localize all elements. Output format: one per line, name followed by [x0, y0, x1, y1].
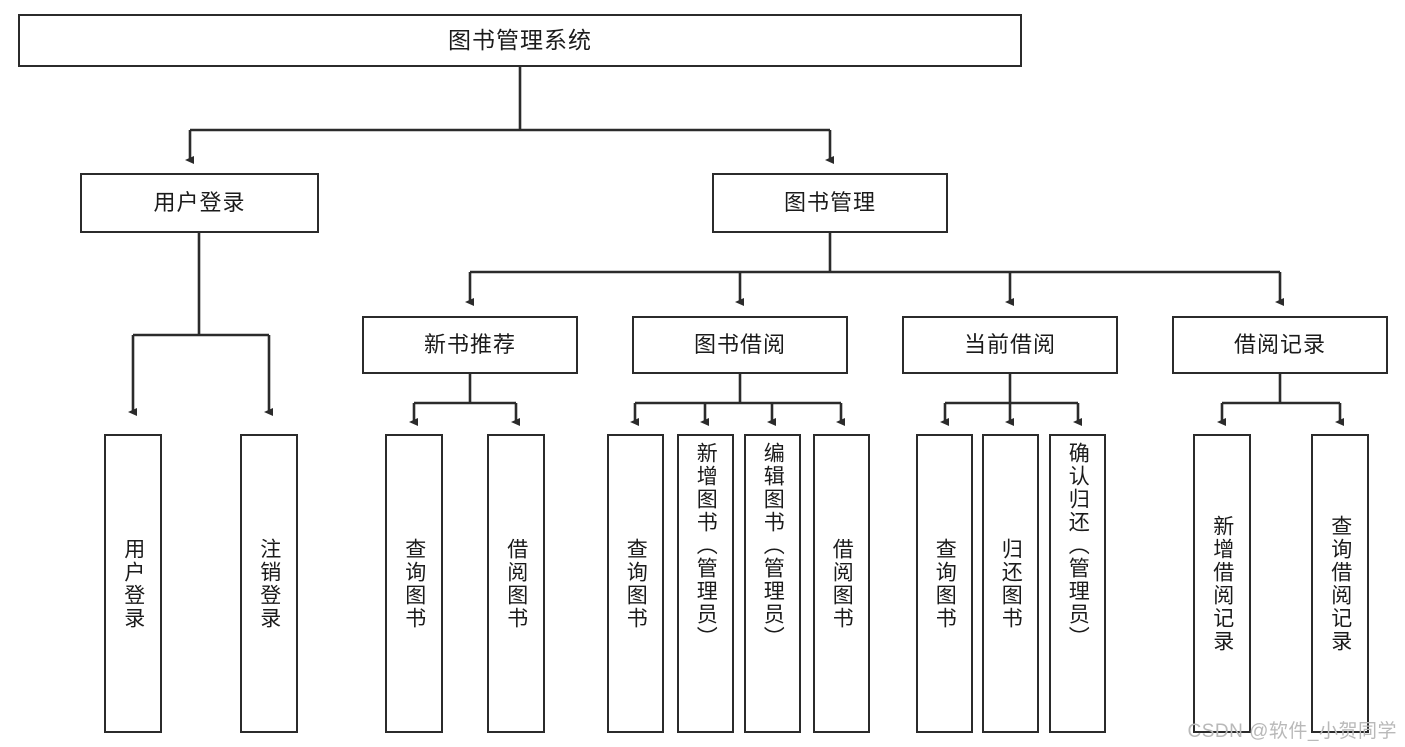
node-leaf-edit-book[interactable]: 编辑图书（管理员）: [744, 434, 801, 733]
node-label: 图书管理: [783, 189, 876, 215]
node-label: 图书管理系统: [448, 26, 592, 53]
node-label: 查询借阅记录: [1328, 514, 1352, 653]
node-current-borrow[interactable]: 当前借阅: [902, 316, 1118, 374]
node-label: 查询图书: [624, 537, 648, 630]
node-new-book-recommend[interactable]: 新书推荐: [362, 316, 578, 374]
node-leaf-user-login[interactable]: 用户登录: [104, 434, 162, 733]
watermark-csdn: CSDN @软件_小贺同学: [1187, 721, 1397, 742]
node-leaf-borrow-book-recommend[interactable]: 借阅图书: [487, 434, 545, 733]
node-label: 借阅图书: [504, 537, 528, 630]
node-label: 查询图书: [402, 537, 426, 630]
node-label: 编辑图书（管理员）: [761, 442, 785, 649]
node-leaf-borrow-book[interactable]: 借阅图书: [813, 434, 870, 733]
node-label: 图书借阅: [693, 331, 786, 357]
node-label: 用户登录: [121, 537, 145, 630]
node-label: 查询图书: [933, 537, 957, 630]
node-label: 确认归还（管理员）: [1066, 442, 1090, 649]
node-book-borrow[interactable]: 图书借阅: [632, 316, 848, 374]
node-leaf-add-borrow-record[interactable]: 新增借阅记录: [1193, 434, 1251, 733]
node-label: 借阅记录: [1233, 331, 1326, 357]
node-root-book-management-system[interactable]: 图书管理系统: [18, 14, 1022, 67]
node-leaf-return-book[interactable]: 归还图书: [982, 434, 1039, 733]
node-label: 借阅图书: [830, 537, 854, 630]
node-label: 新增图书（管理员）: [694, 442, 718, 649]
node-label: 注销登录: [257, 537, 281, 630]
node-leaf-query-book-recommend[interactable]: 查询图书: [385, 434, 443, 733]
node-borrow-record[interactable]: 借阅记录: [1172, 316, 1388, 374]
node-label: 新书推荐: [423, 331, 516, 357]
node-leaf-query-book-current[interactable]: 查询图书: [916, 434, 973, 733]
node-label: 当前借阅: [963, 331, 1056, 357]
node-leaf-query-borrow-record[interactable]: 查询借阅记录: [1311, 434, 1369, 733]
node-book-management[interactable]: 图书管理: [712, 173, 948, 233]
node-leaf-user-logout[interactable]: 注销登录: [240, 434, 298, 733]
node-user-login[interactable]: 用户登录: [80, 173, 319, 233]
node-leaf-query-book-borrow[interactable]: 查询图书: [607, 434, 664, 733]
node-leaf-add-book[interactable]: 新增图书（管理员）: [677, 434, 734, 733]
node-leaf-confirm-return[interactable]: 确认归还（管理员）: [1049, 434, 1106, 733]
node-label: 用户登录: [153, 189, 246, 215]
node-label: 新增借阅记录: [1210, 514, 1234, 653]
node-label: 归还图书: [999, 537, 1023, 630]
